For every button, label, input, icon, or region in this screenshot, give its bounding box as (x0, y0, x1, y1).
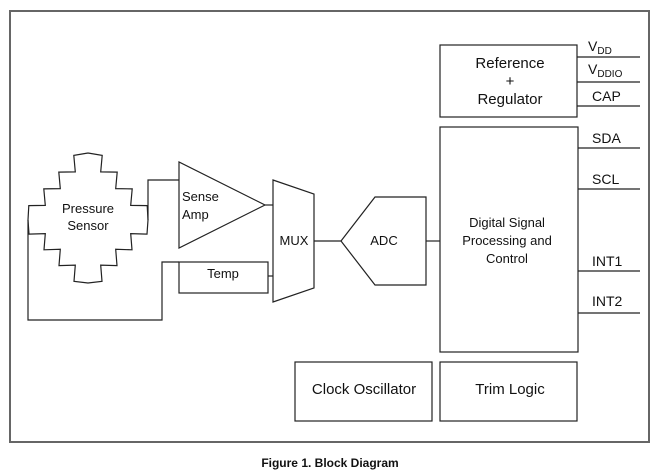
pin-label-int1: INT1 (592, 253, 623, 269)
pressure-sensor-resistor-bridge (27, 152, 149, 284)
temp-box (178, 261, 269, 294)
pin-vdd-base: V (588, 38, 598, 54)
reference-regulator-block: Reference + Regulator (439, 44, 578, 118)
wire-bridge-to-amp-minus (27, 220, 179, 321)
trim-logic-block: Trim Logic (439, 361, 578, 422)
pressure-sensor-label-line1: Pressure (62, 201, 114, 216)
mux-trapezoid (272, 179, 315, 303)
pin-vddio-base: V (588, 61, 598, 77)
reference-regulator-box (439, 44, 578, 118)
sense-amp: Sense Amp (178, 161, 267, 249)
dsp-label-line1: Digital Signal (469, 215, 545, 230)
reference-label-line1: Reference (475, 55, 544, 72)
reference-label-line2: + (506, 73, 515, 90)
mux-block: MUX (272, 179, 315, 303)
diagram-frame (9, 10, 650, 443)
reference-label-line3: Regulator (477, 91, 542, 108)
trim-logic-box (439, 361, 578, 422)
temp-label: Temp (207, 266, 239, 281)
temp-block: Temp (178, 261, 269, 294)
pin-label-vddio: VDDIO (588, 61, 623, 80)
mux-label: MUX (280, 233, 309, 248)
pressure-sensor-label-line2: Sensor (67, 218, 109, 233)
sense-amp-label-line2: Amp (182, 207, 209, 222)
dsp-block: Digital Signal Processing and Control (439, 126, 579, 353)
dsp-label-line3: Control (486, 251, 528, 266)
clock-oscillator-box (294, 361, 433, 422)
trim-logic-label: Trim Logic (475, 381, 545, 398)
clock-oscillator-label: Clock Oscillator (312, 381, 416, 398)
adc-label: ADC (370, 233, 397, 248)
pin-label-int2: INT2 (592, 293, 623, 309)
clock-oscillator-block: Clock Oscillator (294, 361, 433, 422)
pin-vdd-sub: DD (597, 46, 611, 57)
pin-label-scl: SCL (592, 171, 619, 187)
adc-block: ADC (340, 196, 427, 286)
pressure-sensor-bridge: Pressure Sensor (27, 152, 149, 284)
pin-label-cap: CAP (592, 88, 621, 104)
wire-bridge-to-amp-plus (147, 179, 179, 220)
sense-amp-triangle (178, 161, 267, 249)
dsp-label-line2: Processing and (462, 233, 552, 248)
pin-label-sda: SDA (592, 130, 621, 146)
sense-amp-label-line1: Sense (182, 189, 219, 204)
dsp-box (439, 126, 579, 353)
pin-vddio-sub: DDIO (597, 69, 622, 80)
pin-label-vdd: VDD (588, 38, 612, 57)
figure-caption: Figure 1. Block Diagram (261, 456, 398, 470)
